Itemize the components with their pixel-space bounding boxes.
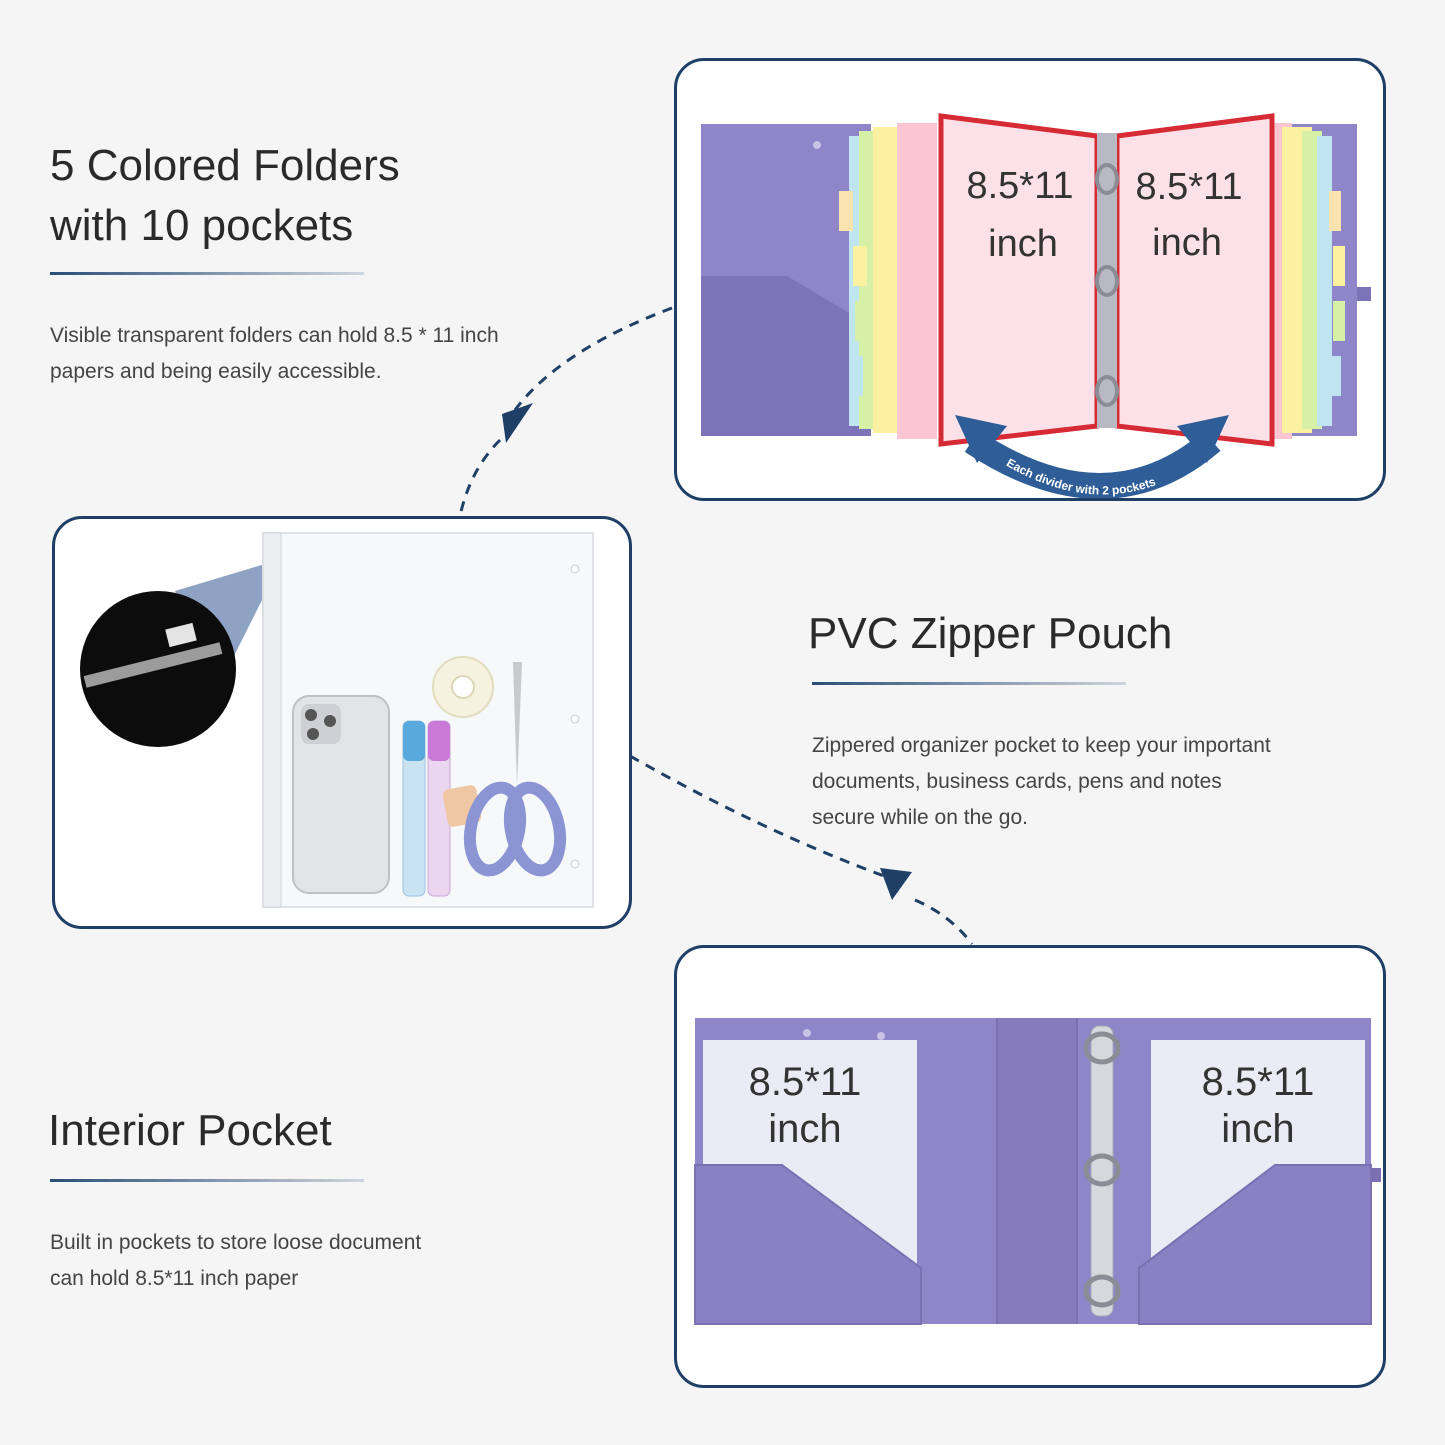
- tab-right-4: [1329, 356, 1341, 396]
- connector-top-arrowhead: [502, 403, 533, 443]
- ring-mechanism: [1090, 1025, 1114, 1317]
- zipper-pouch-description-line2: documents, business cards, pens and note…: [812, 770, 1222, 793]
- binder-strap: [1357, 287, 1371, 301]
- ring-top: [1083, 1031, 1121, 1065]
- binder-spine: [1097, 133, 1117, 428]
- left-rivet-2: [877, 1032, 885, 1040]
- zipper-closeup-track: [83, 642, 223, 688]
- connector-top-arrow-tail: [458, 438, 502, 517]
- right-pocket-label-line2: inch: [1221, 1107, 1294, 1151]
- tab-left-2: [853, 246, 867, 286]
- binder-left-pocket: [701, 276, 871, 436]
- folders-description-line1: Visible transparent folders can hold 8.5…: [50, 324, 499, 347]
- ring-bottom: [1083, 1274, 1121, 1308]
- interior-pocket-illustration: 8.5*11 inch 8.5*11 inch: [694, 1018, 1381, 1325]
- pouch-hole-top: [570, 564, 580, 574]
- divider-arc-arrow: [964, 430, 1221, 498]
- marker-blue-cap: [403, 721, 425, 761]
- binder-ring-bottom: [1095, 375, 1119, 407]
- pouch-hole-middle: [570, 714, 580, 724]
- zipper-pouch-description-line1: Zippered organizer pocket to keep your i…: [812, 734, 1271, 757]
- folders-title-line1: 5 Colored Folders: [50, 141, 400, 190]
- left-pocket-label-line1: 8.5*11: [749, 1060, 862, 1104]
- left-page-label-line2: inch: [988, 223, 1058, 265]
- left-pocket-flap: [694, 1164, 922, 1325]
- tab-left-3: [855, 301, 869, 341]
- interior-pocket-description-line1: Built in pockets to store loose document: [50, 1231, 422, 1254]
- zipper-pouch-card: [52, 516, 632, 929]
- right-page-label-line2: inch: [1152, 222, 1222, 264]
- tab-left-1: [839, 191, 853, 231]
- phone-lens-1: [305, 709, 317, 721]
- interior-pocket-card: 8.5*11 inch 8.5*11 inch: [674, 945, 1386, 1388]
- tab-right-1: [1329, 191, 1341, 231]
- connector-bottom-arrow-path: [629, 754, 885, 878]
- pouch-hole-bottom: [570, 859, 580, 869]
- right-pocket-flap: [1138, 1164, 1372, 1325]
- zipper-pouch-illustration: [80, 532, 594, 908]
- phone: [292, 695, 390, 894]
- interior-pocket-description-line2: can hold 8.5*11 inch paper: [50, 1267, 299, 1290]
- phone-lens-3: [307, 728, 319, 740]
- divider-arc-arrowhead-left: [955, 415, 1007, 463]
- connector-bottom-arrow-tail: [914, 898, 974, 945]
- zipper-closeup-slider: [165, 622, 197, 648]
- right-pocket-label-line1: 8.5*11: [1202, 1060, 1315, 1104]
- binder-snap: [813, 141, 821, 149]
- scissors-handle-right: [503, 781, 567, 877]
- interior-pocket-underline: [50, 1179, 364, 1182]
- connector-top-arrow-path: [513, 306, 673, 411]
- scissors-blade: [513, 662, 522, 787]
- left-pocket-label-line2: inch: [768, 1107, 841, 1151]
- binder-ring-top: [1095, 163, 1119, 195]
- divider-left-pink: [897, 123, 937, 439]
- interior-pocket-title: Interior Pocket: [48, 1106, 332, 1155]
- left-page-label-line1: 8.5*11: [966, 165, 1073, 207]
- ring-middle: [1083, 1153, 1121, 1187]
- scissors-handle-left: [463, 781, 527, 877]
- tab-right-2: [1333, 246, 1345, 286]
- tab-left-4: [849, 356, 863, 396]
- binder-ring-middle: [1095, 265, 1119, 297]
- zipper-pouch-description-line3: secure while on the go.: [812, 806, 1028, 829]
- zipper-pouch-title: PVC Zipper Pouch: [808, 609, 1173, 658]
- divider-arc-arrowhead-right: [1177, 415, 1229, 463]
- right-page-label-line1: 8.5*11: [1135, 166, 1242, 208]
- tab-right-3: [1333, 301, 1345, 341]
- tape-roll-core: [451, 675, 475, 699]
- binder-closure-strap: [1371, 1168, 1381, 1182]
- zipper-pouch-underline: [812, 682, 1126, 685]
- pouch-zipper-strip: [262, 532, 282, 908]
- colored-folders-illustration: 8.5*11 inch 8.5*11 inch Each divider wit…: [701, 113, 1371, 498]
- connector-bottom-arrowhead: [880, 868, 912, 900]
- divider-right-blue: [1317, 136, 1332, 426]
- folders-description-line2: papers and being easily accessible.: [50, 360, 382, 383]
- folders-title-underline: [50, 272, 364, 275]
- folders-title-line2: with 10 pockets: [50, 201, 354, 250]
- colored-folders-card: 8.5*11 inch 8.5*11 inch Each divider wit…: [674, 58, 1386, 501]
- left-rivet-1: [803, 1029, 811, 1037]
- binder-open-spine: [997, 1018, 1077, 1324]
- marker-pink-cap: [428, 721, 450, 761]
- phone-lens-2: [324, 715, 336, 727]
